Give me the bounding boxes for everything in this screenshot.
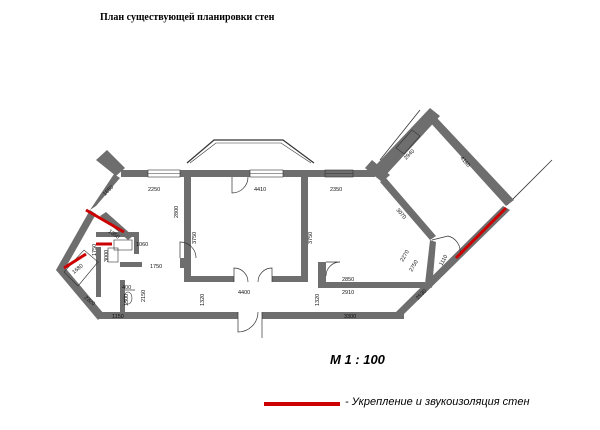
wall-bed-right [425,240,436,288]
wall-bottom-corner [98,312,122,319]
dim-label: 1300 [124,294,130,306]
doors [125,176,461,338]
bay-window-inner [189,142,312,164]
legend-swatch [264,402,340,406]
door-bedroom [325,261,341,277]
legend-label: Укрепление и звукоизоляция стен [351,396,530,408]
dim-label: 1650 [102,185,115,198]
dim-label: 3300 [344,314,356,320]
door-entry [237,311,259,333]
wall-room-left [184,177,191,277]
legend-text: - Укрепление и звукоизоляция стен [345,396,530,408]
dim-label: 1060 [136,242,148,248]
wall-room-right [301,177,308,277]
wall-left-diag [56,264,104,320]
dim-label: 4410 [254,187,266,193]
bathtub [63,249,99,287]
dim-label: 2910 [342,290,354,296]
dim-label: 1320 [200,294,206,306]
wall-bottom-right [262,312,404,319]
reinforced-wall-1 [85,208,125,234]
dim-label: 3750 [308,232,314,244]
wall-left-mid [56,210,96,274]
dim-label: 1320 [315,294,321,306]
wall-corner-left [96,150,125,176]
wall-bath-top [96,232,134,237]
reinforced-wall-4 [454,206,508,260]
door-loggia [431,235,461,255]
bay-window [186,139,315,164]
door-living-1 [233,267,249,283]
door-living-2 [257,267,273,283]
dim-label: 2800 [174,206,180,218]
window-4 [395,129,421,155]
door-balcony [231,176,249,194]
plan-title: План существующей планировки стен [100,12,275,23]
wall-bath-right [134,232,139,254]
wall-bath-left [96,247,101,297]
dim-label: 1350 [107,229,120,241]
dim-label: 4400 [238,290,250,296]
dim-label: 2750 [409,259,420,273]
dim-label: 1150 [112,314,124,320]
wall-room-bottom-2 [272,276,308,282]
wall-room-bottom-1 [184,276,234,282]
wall-bottom-left [120,312,238,319]
reinforced-wall-3 [63,252,87,270]
windows [147,129,421,178]
wall-left-upper [90,174,120,210]
walls [56,108,514,320]
dim-label: 1680 [71,263,84,275]
wall-bed-left [318,262,326,282]
loggia-edge [379,109,421,161]
scale-label: М 1 : 100 [330,352,385,367]
door-kitchen [179,241,197,259]
dim-label: 2250 [148,187,160,193]
wall-bed-bottom [318,282,425,288]
wall-top-1 [121,170,148,177]
wall-loggia-diag [375,108,440,176]
sink [107,247,119,263]
dim-label: 1750 [92,244,98,256]
fixtures [63,239,133,305]
reinforced-walls [63,206,508,270]
dim-label: 2350 [330,187,342,193]
wall-right-top [428,118,514,206]
dim-label: 400 [122,285,131,291]
washbasin [113,239,133,251]
legend-dash: - [345,396,349,408]
wall-corner-mid [365,160,390,182]
dim-label: 3000 [104,250,110,262]
dim-label: 2150 [141,290,147,302]
dim-label: 3750 [192,232,198,244]
wall-hall-stub [120,262,142,267]
dim-label: 2270 [400,249,411,263]
wall-wc-left [120,280,125,315]
dim-label: 2850 [342,277,354,283]
dim-label: 1750 [150,264,162,270]
wall-bed-diag [380,178,436,240]
dim-label: 1110 [439,254,450,267]
loggia-edge-right [506,159,553,206]
toilet [123,291,133,305]
wall-corridor-stub [180,258,185,268]
wall-top-2 [180,170,250,177]
